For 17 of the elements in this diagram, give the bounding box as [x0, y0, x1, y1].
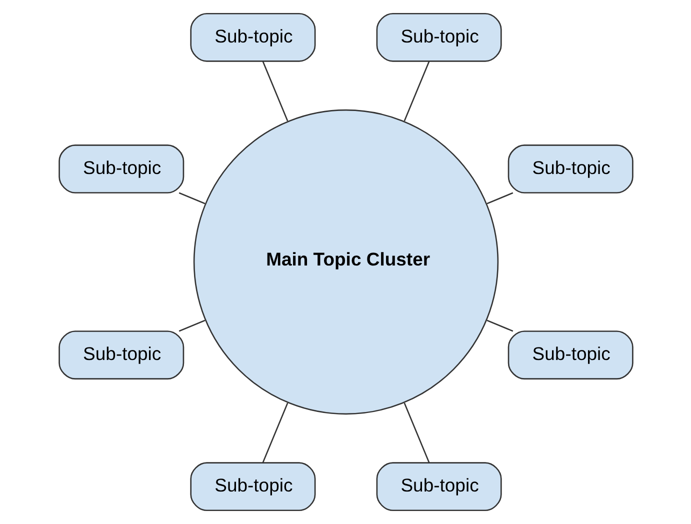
connector	[486, 320, 513, 332]
connector	[486, 192, 513, 204]
node-box: Sub-topic	[376, 462, 502, 512]
node-box: Sub-topic	[190, 462, 316, 512]
node-circle: Main Topic Cluster	[192, 109, 498, 415]
node-box: Sub-topic	[58, 330, 184, 380]
node-box: Sub-topic	[507, 330, 633, 380]
node-box: Sub-topic	[190, 12, 316, 62]
connector	[403, 60, 430, 122]
node-box: Sub-topic	[507, 144, 633, 194]
connector	[178, 320, 205, 332]
connector	[178, 192, 205, 204]
connector	[403, 402, 430, 464]
node-box: Sub-topic	[376, 12, 502, 62]
connector	[262, 60, 288, 122]
connector	[262, 402, 288, 464]
node-box: Sub-topic	[58, 144, 184, 194]
